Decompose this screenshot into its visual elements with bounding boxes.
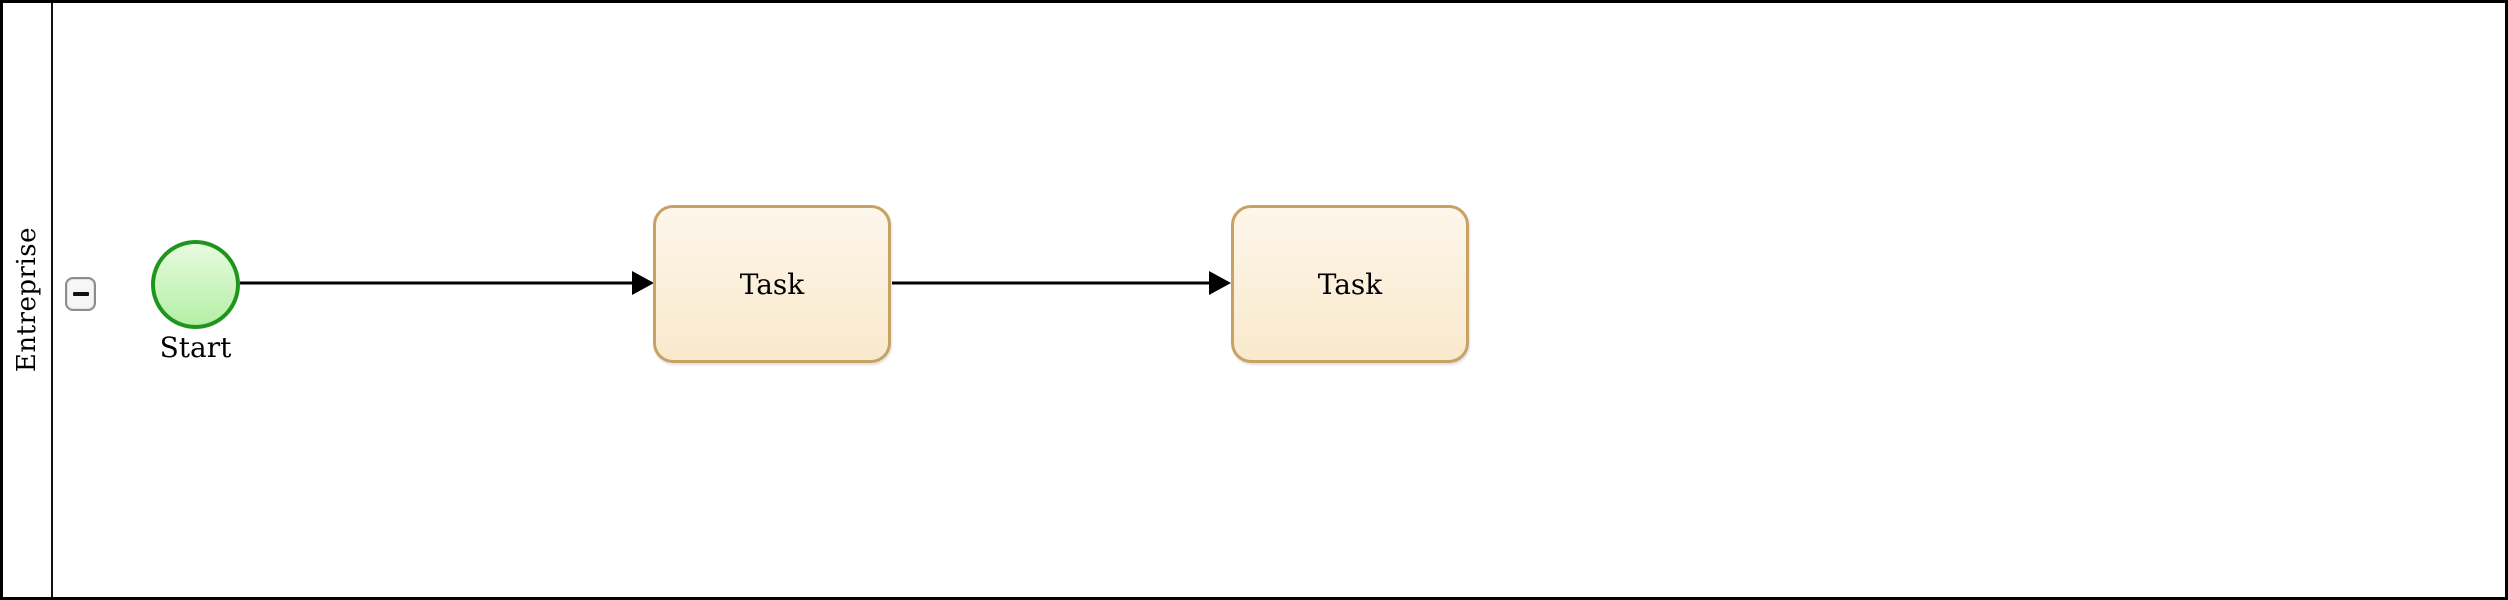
sequence-flow-task1-to-task2[interactable] xyxy=(892,271,1231,295)
sequence-flows-layer xyxy=(240,271,1231,295)
task-2[interactable]: Task xyxy=(1231,205,1469,363)
task-1-label: Task xyxy=(739,267,805,301)
flow-arrowhead-icon xyxy=(1209,271,1231,295)
start-event-label: Start xyxy=(159,331,232,364)
task-1[interactable]: Task xyxy=(653,205,891,363)
pool-collapse-button[interactable] xyxy=(65,277,96,311)
task-2-label: Task xyxy=(1317,267,1383,301)
pool-label: Entreprise xyxy=(12,227,42,373)
pool-label-band[interactable]: Entreprise xyxy=(3,3,53,597)
start-event[interactable] xyxy=(151,240,240,329)
sequence-flow-start-to-task1[interactable] xyxy=(240,271,654,295)
minus-icon xyxy=(72,291,89,297)
flow-arrowhead-icon xyxy=(632,271,654,295)
